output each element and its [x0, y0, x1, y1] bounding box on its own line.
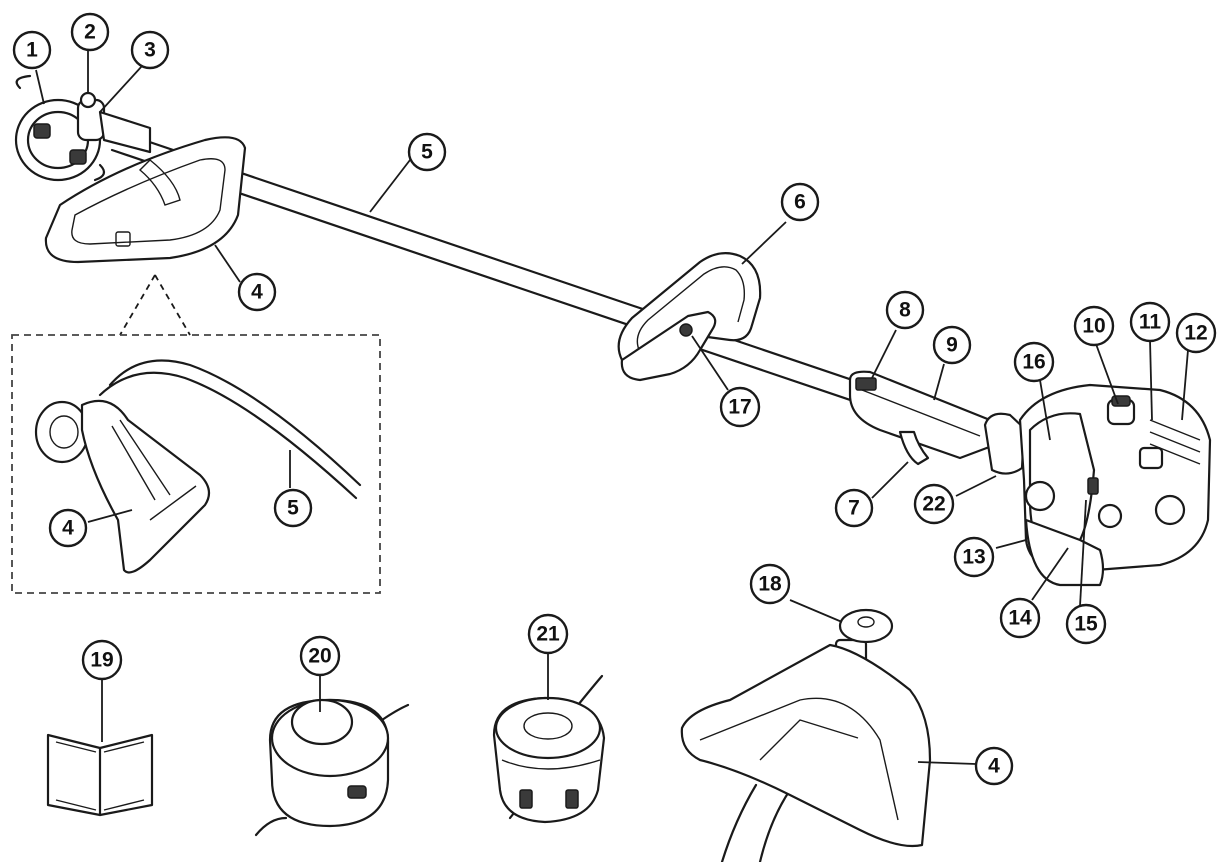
callout-10: 10 [1073, 305, 1115, 347]
callout-5-shaft: 5 [407, 132, 447, 172]
svg-text:9: 9 [946, 334, 958, 357]
spool-head-accessory [492, 674, 606, 824]
loop-handle [617, 251, 762, 382]
callout-8: 8 [885, 290, 925, 330]
svg-text:1: 1 [26, 39, 38, 62]
svg-text:2: 2 [84, 21, 96, 44]
bump-head-accessory [254, 698, 410, 837]
callout-5-inset: 5 [273, 488, 313, 528]
inset-frame [11, 334, 381, 594]
svg-text:5: 5 [421, 141, 433, 164]
svg-text:15: 15 [1074, 613, 1098, 636]
callout-7: 7 [834, 488, 874, 528]
straight-guard-accessory [680, 608, 932, 862]
svg-text:19: 19 [90, 649, 113, 672]
callout-18: 18 [749, 563, 791, 605]
callout-4-guard: 4 [237, 272, 277, 312]
manual-book-icon [46, 733, 154, 817]
svg-text:4: 4 [62, 517, 74, 540]
svg-text:16: 16 [1022, 351, 1045, 374]
callout-9: 9 [932, 325, 972, 365]
svg-text:22: 22 [922, 493, 945, 516]
svg-text:20: 20 [308, 645, 331, 668]
inset-guard-detail [34, 359, 362, 574]
svg-text:6: 6 [794, 191, 806, 214]
callout-4-inset: 4 [48, 508, 88, 548]
svg-text:14: 14 [1008, 607, 1032, 630]
callout-1: 1 [12, 30, 52, 70]
svg-text:3: 3 [144, 39, 156, 62]
callout-20: 20 [299, 635, 341, 677]
rear-handle [848, 370, 997, 466]
callout-16: 16 [1013, 341, 1055, 383]
callout-15: 15 [1065, 603, 1107, 645]
svg-text:13: 13 [962, 546, 985, 569]
callout-14: 14 [999, 597, 1041, 639]
svg-text:12: 12 [1184, 322, 1207, 345]
callout-4-accessory: 4 [974, 746, 1014, 786]
callout-3: 3 [130, 30, 170, 70]
svg-text:4: 4 [988, 755, 1000, 778]
svg-text:5: 5 [287, 497, 299, 520]
svg-text:21: 21 [536, 623, 560, 646]
engine-unit [983, 383, 1212, 587]
trimmer-head-assembly [14, 74, 152, 182]
leader-lines [35, 50, 1189, 765]
callouts: 1 2 3 5 4 6 8 9 10 11 12 16 17 7 22 13 1… [12, 12, 1217, 786]
svg-text:8: 8 [899, 299, 911, 322]
callout-13: 13 [953, 536, 995, 578]
callout-19: 19 [81, 639, 123, 681]
svg-text:11: 11 [1139, 311, 1162, 334]
callout-6: 6 [780, 182, 820, 222]
svg-text:10: 10 [1082, 315, 1105, 338]
callout-17: 17 [719, 386, 761, 428]
svg-text:4: 4 [251, 281, 263, 304]
callout-21: 21 [527, 613, 569, 655]
callout-22: 22 [913, 483, 955, 525]
svg-text:18: 18 [758, 573, 782, 596]
svg-text:17: 17 [728, 396, 751, 419]
callout-11: 11 [1129, 301, 1171, 343]
svg-text:7: 7 [848, 497, 860, 520]
callout-2: 2 [70, 12, 110, 52]
callout-12: 12 [1175, 312, 1217, 354]
guard-top [44, 136, 247, 264]
